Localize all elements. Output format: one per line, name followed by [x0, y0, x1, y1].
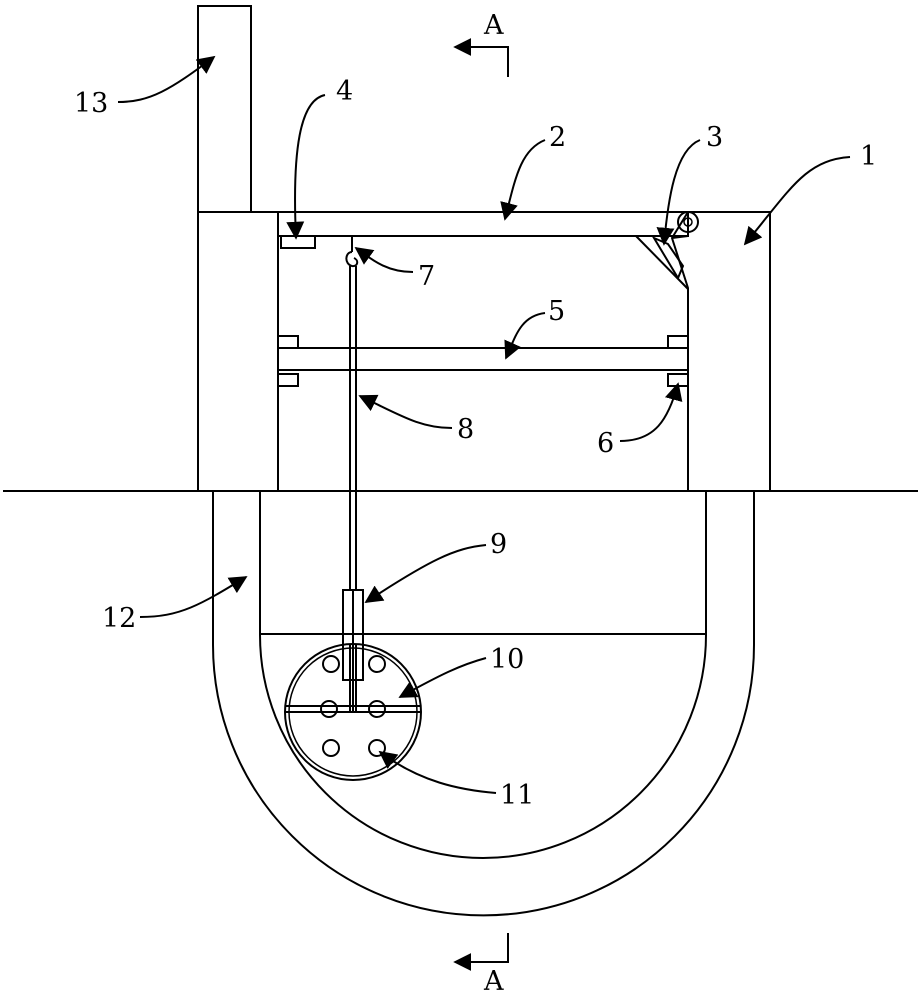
callout-11: 11 [500, 780, 534, 811]
lid-2 [277, 211, 699, 239]
section-label-top: A [483, 10, 504, 41]
callout-1: 1 [860, 141, 877, 172]
leaders [117, 55, 851, 794]
plate-5 [277, 347, 689, 371]
section-mark-top [453, 38, 509, 77]
callout-5: 5 [548, 296, 565, 327]
wheel-10 [284, 643, 422, 781]
callout-2: 2 [549, 122, 566, 153]
callout-13: 13 [74, 88, 108, 119]
callout-8: 8 [457, 414, 474, 445]
section-mark-bottom [453, 933, 509, 971]
hook-7 [345, 236, 359, 268]
callout-6: 6 [597, 428, 614, 459]
housing-1 [197, 211, 771, 492]
post-13 [197, 5, 252, 213]
callout-9: 9 [490, 529, 507, 560]
block-4 [280, 235, 316, 249]
section-label-bottom: A [483, 966, 504, 997]
callout-12: 12 [102, 603, 136, 634]
spring-3 [635, 235, 689, 290]
trough-12 [212, 490, 755, 917]
supports-6 [277, 335, 689, 387]
callout-7: 7 [418, 261, 435, 292]
rod-8 [349, 266, 357, 590]
callout-4: 4 [336, 76, 353, 107]
callout-10: 10 [490, 644, 524, 675]
holes-11 [320, 655, 386, 757]
callout-3: 3 [706, 122, 723, 153]
